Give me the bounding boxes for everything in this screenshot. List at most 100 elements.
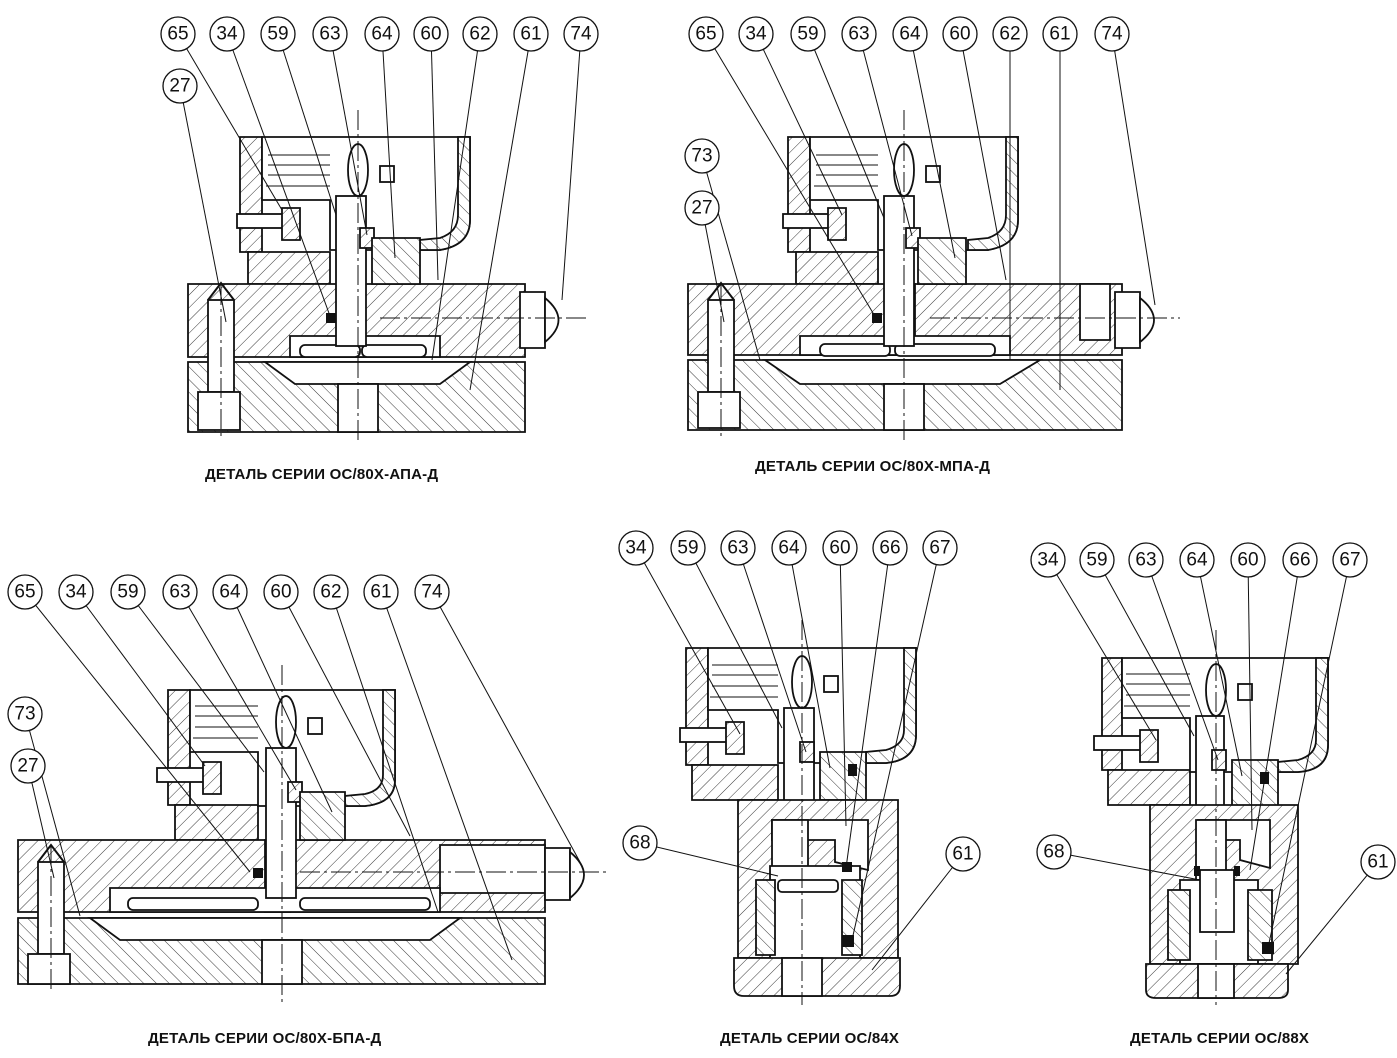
callout-27: 27 bbox=[684, 190, 720, 226]
callout-65: 65 bbox=[160, 16, 196, 52]
callout-59: 59 bbox=[110, 574, 146, 610]
callout-73: 73 bbox=[684, 138, 720, 174]
fig5-leaders bbox=[1047, 559, 1379, 975]
fig1-callouts: 65 34 59 63 64 60 62 61 74 27 bbox=[160, 16, 599, 104]
callout-64: 64 bbox=[771, 530, 807, 566]
svg-text:64: 64 bbox=[219, 582, 241, 603]
fig2-leaders bbox=[701, 33, 1156, 390]
svg-text:60: 60 bbox=[1237, 550, 1258, 571]
fig1-leaders bbox=[177, 33, 582, 391]
svg-text:64: 64 bbox=[371, 24, 393, 45]
figure-4: 34 59 63 64 60 66 67 68 61 bbox=[618, 530, 981, 1005]
svg-text:59: 59 bbox=[1086, 550, 1107, 571]
svg-text:64: 64 bbox=[778, 538, 800, 559]
callout-60: 60 bbox=[413, 16, 449, 52]
svg-text:74: 74 bbox=[570, 24, 592, 45]
svg-text:65: 65 bbox=[695, 24, 716, 45]
fig2-body bbox=[687, 110, 1180, 440]
svg-text:67: 67 bbox=[929, 538, 950, 559]
callout-34: 34 bbox=[1030, 542, 1066, 578]
callout-61: 61 bbox=[1042, 16, 1078, 52]
svg-text:74: 74 bbox=[1101, 24, 1123, 45]
svg-text:68: 68 bbox=[629, 833, 650, 854]
callout-61: 61 bbox=[363, 574, 399, 610]
callout-64: 64 bbox=[1179, 542, 1215, 578]
fig5-body bbox=[1093, 630, 1329, 1005]
svg-text:61: 61 bbox=[1367, 852, 1388, 873]
callout-60: 60 bbox=[263, 574, 299, 610]
svg-text:59: 59 bbox=[267, 24, 288, 45]
svg-text:61: 61 bbox=[952, 844, 973, 865]
svg-text:63: 63 bbox=[727, 538, 748, 559]
callout-64: 64 bbox=[212, 574, 248, 610]
callout-59: 59 bbox=[790, 16, 826, 52]
svg-text:34: 34 bbox=[625, 538, 647, 559]
callout-34: 34 bbox=[209, 16, 245, 52]
svg-text:74: 74 bbox=[421, 582, 443, 603]
svg-text:63: 63 bbox=[1135, 550, 1156, 571]
svg-text:62: 62 bbox=[320, 582, 341, 603]
svg-text:66: 66 bbox=[879, 538, 900, 559]
callout-34: 34 bbox=[618, 530, 654, 566]
svg-text:59: 59 bbox=[117, 582, 138, 603]
svg-text:65: 65 bbox=[14, 582, 35, 603]
figure-5: 34 59 63 64 60 66 67 68 61 bbox=[1030, 542, 1396, 1005]
callout-61: 61 bbox=[1360, 844, 1396, 880]
svg-text:64: 64 bbox=[1186, 550, 1208, 571]
svg-text:67: 67 bbox=[1339, 550, 1360, 571]
svg-text:60: 60 bbox=[949, 24, 970, 45]
svg-text:62: 62 bbox=[469, 24, 490, 45]
figure-2: 65 34 59 63 64 60 62 61 74 73 27 bbox=[684, 16, 1180, 440]
fig2-callouts: 65 34 59 63 64 60 62 61 74 73 27 bbox=[684, 16, 1130, 226]
fig3-callouts: 65 34 59 63 64 60 62 61 74 73 27 bbox=[7, 574, 450, 784]
callout-62: 62 bbox=[992, 16, 1028, 52]
svg-text:59: 59 bbox=[797, 24, 818, 45]
svg-text:34: 34 bbox=[745, 24, 767, 45]
fig1-body bbox=[187, 110, 590, 440]
callout-65: 65 bbox=[7, 574, 43, 610]
callout-64: 64 bbox=[892, 16, 928, 52]
callout-74: 74 bbox=[1094, 16, 1130, 52]
callout-34: 34 bbox=[58, 574, 94, 610]
svg-text:34: 34 bbox=[65, 582, 87, 603]
svg-text:61: 61 bbox=[370, 582, 391, 603]
figure-caption: ДЕТАЛЬ СЕРИИ ОС/80Х-МПА-Д bbox=[755, 458, 991, 475]
svg-text:63: 63 bbox=[169, 582, 190, 603]
callout-63: 63 bbox=[312, 16, 348, 52]
figure-1: 65 34 59 63 64 60 62 61 74 27 bbox=[160, 16, 599, 440]
svg-text:60: 60 bbox=[270, 582, 291, 603]
svg-text:34: 34 bbox=[216, 24, 238, 45]
callout-60: 60 bbox=[1230, 542, 1266, 578]
callout-74: 74 bbox=[414, 574, 450, 610]
fig4-callouts: 34 59 63 64 60 66 67 68 61 bbox=[618, 530, 981, 872]
figure-caption: ДЕТАЛЬ СЕРИИ ОС/88Х bbox=[1130, 1030, 1310, 1047]
callout-62: 62 bbox=[313, 574, 349, 610]
callout-27: 27 bbox=[162, 68, 198, 104]
svg-text:65: 65 bbox=[167, 24, 188, 45]
svg-text:68: 68 bbox=[1043, 842, 1064, 863]
callout-74: 74 bbox=[563, 16, 599, 52]
callout-63: 63 bbox=[841, 16, 877, 52]
svg-text:27: 27 bbox=[169, 76, 190, 97]
callout-63: 63 bbox=[1128, 542, 1164, 578]
callout-63: 63 bbox=[162, 574, 198, 610]
figure-caption: ДЕТАЛЬ СЕРИИ ОС/84Х bbox=[720, 1030, 900, 1047]
svg-text:61: 61 bbox=[520, 24, 541, 45]
callout-66: 66 bbox=[872, 530, 908, 566]
svg-text:34: 34 bbox=[1037, 550, 1059, 571]
callout-60: 60 bbox=[942, 16, 978, 52]
fig3-body bbox=[17, 665, 610, 1005]
figure-caption: ДЕТАЛЬ СЕРИИ ОС/80Х-БПА-Д bbox=[148, 1030, 382, 1047]
callout-67: 67 bbox=[922, 530, 958, 566]
callout-66: 66 bbox=[1282, 542, 1318, 578]
callout-34: 34 bbox=[738, 16, 774, 52]
svg-text:62: 62 bbox=[999, 24, 1020, 45]
callout-62: 62 bbox=[462, 16, 498, 52]
svg-text:61: 61 bbox=[1049, 24, 1070, 45]
svg-text:64: 64 bbox=[899, 24, 921, 45]
callout-59: 59 bbox=[260, 16, 296, 52]
svg-text:27: 27 bbox=[17, 756, 38, 777]
figure-caption: ДЕТАЛЬ СЕРИИ ОС/80Х-АПА-Д bbox=[205, 466, 439, 483]
svg-text:27: 27 bbox=[691, 198, 712, 219]
callout-73: 73 bbox=[7, 696, 43, 732]
